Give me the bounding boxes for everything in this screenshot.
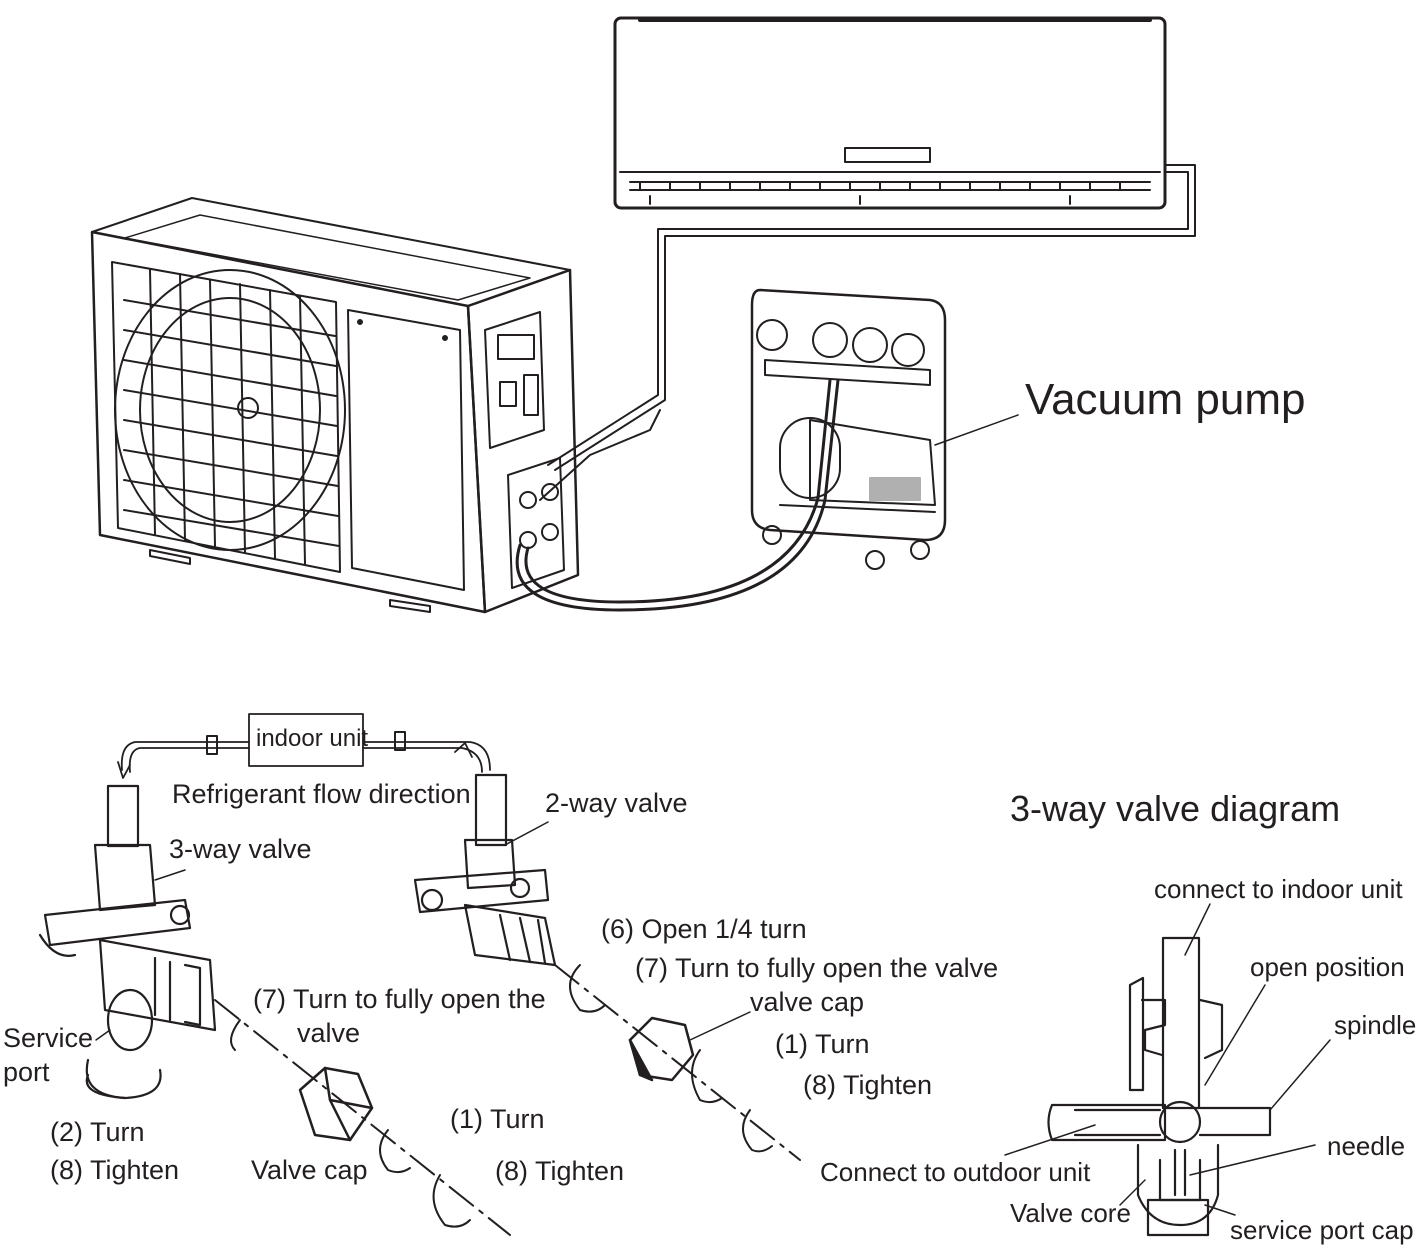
left-turn1-label: (1) Turn [450, 1104, 545, 1134]
two-way-valve-label: 2-way valve [545, 788, 688, 818]
right-tighten8-label: (8) Tighten [803, 1070, 933, 1100]
vacuum-pump-drawing [750, 288, 947, 570]
indoor-unit-label: indoor unit [256, 725, 369, 752]
left-valve-cap-drawing [298, 1066, 374, 1142]
left-turn7-line1: (7) Turn to fully open the [253, 984, 546, 1014]
right-turn1-label: (1) Turn [775, 1029, 870, 1059]
left-turn7-line2: valve [297, 1018, 361, 1048]
connect-indoor-label: connect to indoor unit [1154, 874, 1403, 904]
diagram-title: 3-way valve diagram [1010, 788, 1341, 829]
right-valve-cap-label: valve cap [750, 987, 865, 1017]
port-label: port [3, 1057, 50, 1087]
flow-loop-drawing [117, 713, 491, 779]
refrigerant-flow-label: Refrigerant flow direction [172, 779, 471, 809]
right-open6-label: (6) Open 1/4 turn [601, 914, 807, 944]
three-way-valve-label: 3-way valve [169, 834, 312, 864]
open-position-label: open position [1250, 952, 1405, 982]
vacuum-pump-label: Vacuum pump [1025, 375, 1306, 424]
needle-label: needle [1327, 1131, 1406, 1161]
connect-outdoor-label: Connect to outdoor unit [820, 1157, 1091, 1187]
spindle-label: spindle [1334, 1010, 1417, 1040]
right-turn7-label: (7) Turn to fully open the valve [635, 953, 999, 983]
cross-section-leaders [1004, 903, 1331, 1216]
service-label: Service [3, 1023, 94, 1053]
left-turn2-label: (2) Turn [50, 1117, 145, 1147]
right-valve-cap-drawing [628, 1016, 695, 1082]
outdoor-unit-drawing [90, 197, 580, 614]
left-valve-cap-label: Valve cap [251, 1155, 368, 1185]
valve-cross-section-drawing [1047, 936, 1272, 1237]
valve-core-label: Valve core [1010, 1198, 1131, 1228]
left-tighten8b-label: (8) Tighten [495, 1156, 625, 1186]
three-way-valve-drawing [38, 784, 217, 1100]
service-port-cap-label: service port cap [1230, 1215, 1414, 1245]
indoor-unit-drawing [613, 16, 1167, 210]
left-tighten8-label: (8) Tighten [50, 1155, 180, 1185]
